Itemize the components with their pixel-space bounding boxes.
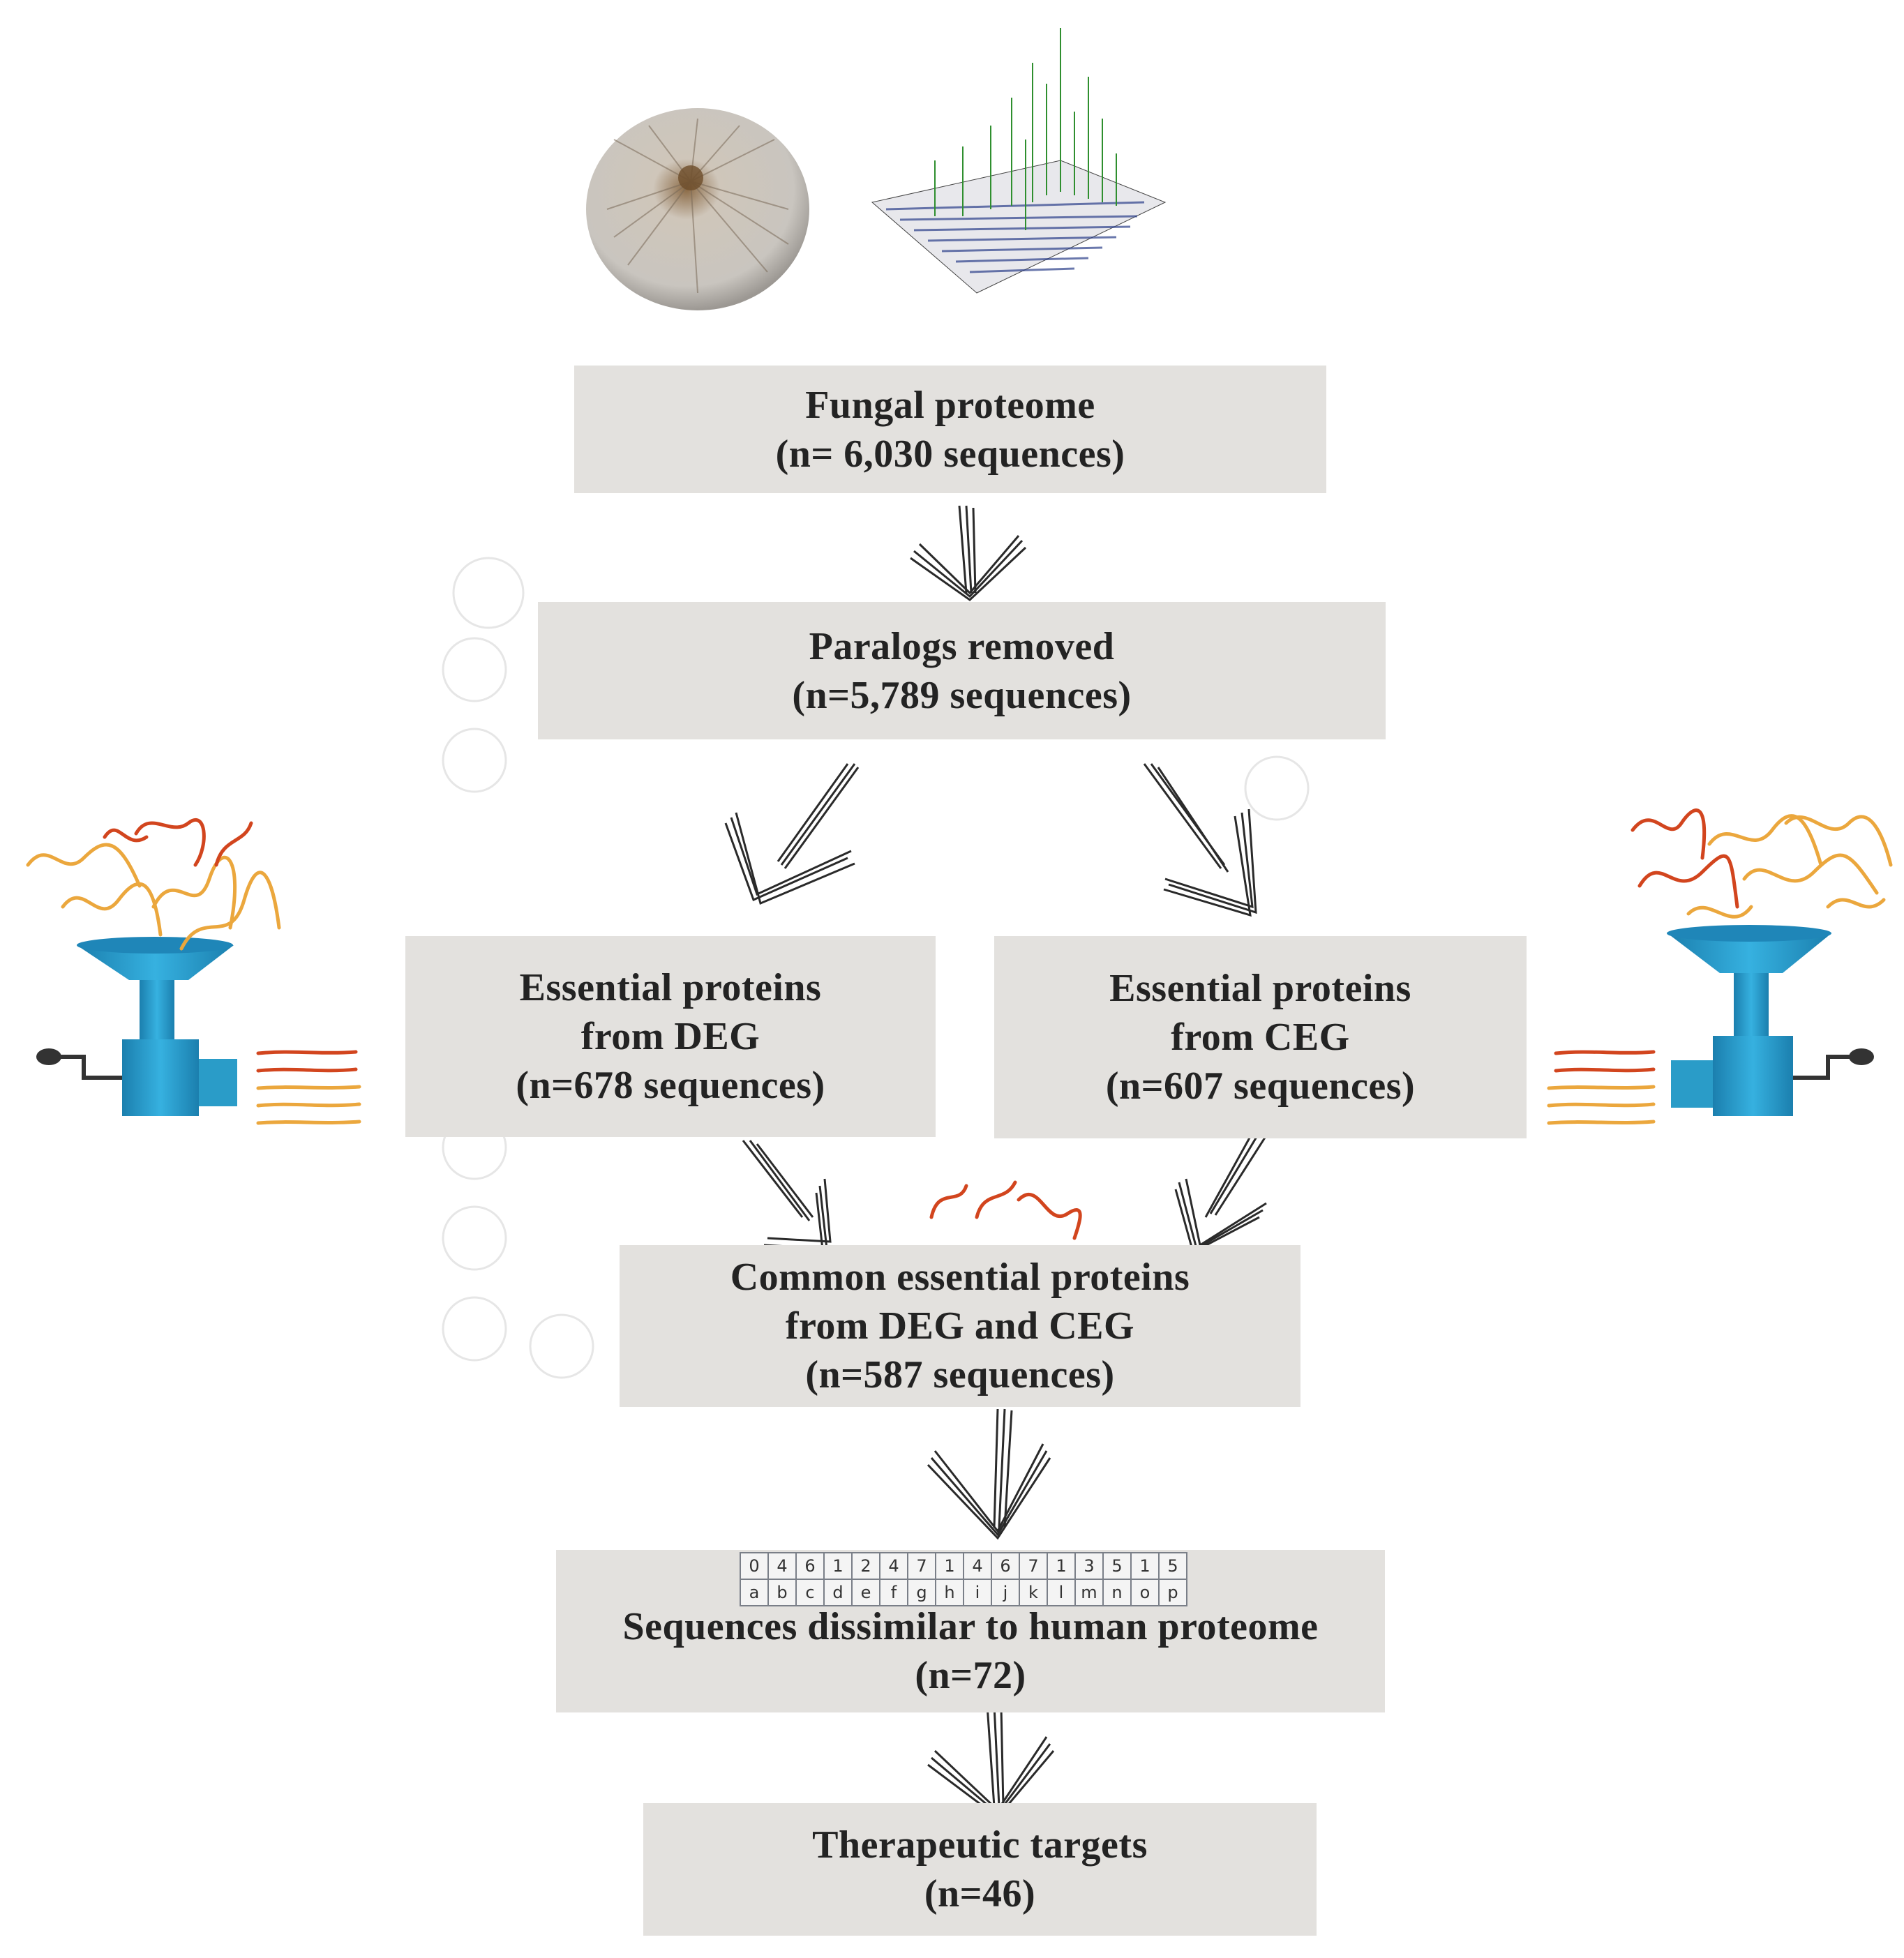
table-cell: c bbox=[795, 1579, 825, 1606]
box-line: from DEG and CEG bbox=[785, 1304, 1135, 1348]
table-cell: 4 bbox=[767, 1552, 797, 1580]
box-essential-ceg: Essential proteins from CEG (n=607 seque… bbox=[994, 936, 1527, 1138]
table-cell: l bbox=[1047, 1579, 1076, 1606]
box-line: Essential proteins bbox=[1109, 967, 1411, 1010]
box-line: (n=72) bbox=[915, 1654, 1026, 1697]
table-cell: 4 bbox=[963, 1552, 992, 1580]
table-cell: 3 bbox=[1074, 1552, 1104, 1580]
table-cell: g bbox=[907, 1579, 936, 1606]
box-line: (n=607 sequences) bbox=[1105, 1064, 1416, 1108]
table-cell: 1 bbox=[935, 1552, 964, 1580]
table-cell: p bbox=[1158, 1579, 1187, 1606]
table-cell: 1 bbox=[1047, 1552, 1076, 1580]
mass-spectrum-icon bbox=[871, 28, 1167, 294]
table-cell: d bbox=[823, 1579, 853, 1606]
box-dissimilar-human: Sequences dissimilar to human proteome (… bbox=[556, 1550, 1385, 1712]
table-cell: 5 bbox=[1102, 1552, 1132, 1580]
sequence-table-row-letters: a b c d e f g h i j k l m n o p bbox=[740, 1579, 1187, 1606]
box-line: Essential proteins bbox=[519, 966, 822, 1009]
table-cell: h bbox=[935, 1579, 964, 1606]
meat-grinder-icon bbox=[36, 937, 237, 1116]
box-line: (n=678 sequences) bbox=[516, 1064, 825, 1107]
box-common-essential: Common essential proteins from DEG and C… bbox=[620, 1245, 1300, 1407]
table-cell: 1 bbox=[1130, 1552, 1160, 1580]
box-line: (n=5,789 sequences) bbox=[792, 673, 1132, 717]
table-cell: 6 bbox=[795, 1552, 825, 1580]
table-cell: 6 bbox=[991, 1552, 1020, 1580]
box-line: Sequences dissimilar to human proteome bbox=[622, 1605, 1319, 1648]
table-cell: e bbox=[851, 1579, 880, 1606]
box-fungal-proteome: Fungal proteome (n= 6,030 sequences) bbox=[574, 366, 1326, 493]
box-essential-deg: Essential proteins from DEG (n=678 seque… bbox=[405, 936, 936, 1137]
table-cell: m bbox=[1074, 1579, 1104, 1606]
box-line: Paralogs removed bbox=[809, 624, 1115, 668]
box-line: from CEG bbox=[1171, 1016, 1350, 1059]
table-cell: 7 bbox=[907, 1552, 936, 1580]
box-line: Fungal proteome bbox=[805, 383, 1095, 427]
table-cell: 0 bbox=[740, 1552, 769, 1580]
box-line: (n=587 sequences) bbox=[805, 1353, 1115, 1396]
protein-strands-icon bbox=[26, 808, 1893, 1240]
table-cell: a bbox=[740, 1579, 769, 1606]
box-line: (n= 6,030 sequences) bbox=[775, 432, 1125, 476]
table-cell: 7 bbox=[1019, 1552, 1048, 1580]
meat-grinder-icon bbox=[1667, 925, 1874, 1116]
table-cell: 4 bbox=[879, 1552, 908, 1580]
table-cell: 1 bbox=[823, 1552, 853, 1580]
table-cell: o bbox=[1130, 1579, 1160, 1606]
box-line: Common essential proteins bbox=[730, 1256, 1190, 1299]
box-paralogs-removed: Paralogs removed (n=5,789 sequences) bbox=[538, 602, 1386, 739]
box-line: (n=46) bbox=[924, 1872, 1036, 1915]
fungal-colony-icon bbox=[586, 108, 809, 310]
sequence-table-row-digits: 0 4 6 1 2 4 7 1 4 6 7 1 3 5 1 5 bbox=[740, 1552, 1187, 1580]
table-cell: 5 bbox=[1158, 1552, 1187, 1580]
box-line: from DEG bbox=[580, 1015, 760, 1058]
box-therapeutic-targets: Therapeutic targets (n=46) bbox=[643, 1803, 1317, 1936]
table-cell: j bbox=[991, 1579, 1020, 1606]
table-cell: b bbox=[767, 1579, 797, 1606]
table-cell: k bbox=[1019, 1579, 1048, 1606]
box-line: Therapeutic targets bbox=[812, 1823, 1148, 1867]
table-cell: i bbox=[963, 1579, 992, 1606]
sequence-table: 0 4 6 1 2 4 7 1 4 6 7 1 3 5 1 5 a b c d … bbox=[740, 1552, 1187, 1606]
table-cell: n bbox=[1102, 1579, 1132, 1606]
table-cell: 2 bbox=[851, 1552, 880, 1580]
table-cell: f bbox=[879, 1579, 908, 1606]
